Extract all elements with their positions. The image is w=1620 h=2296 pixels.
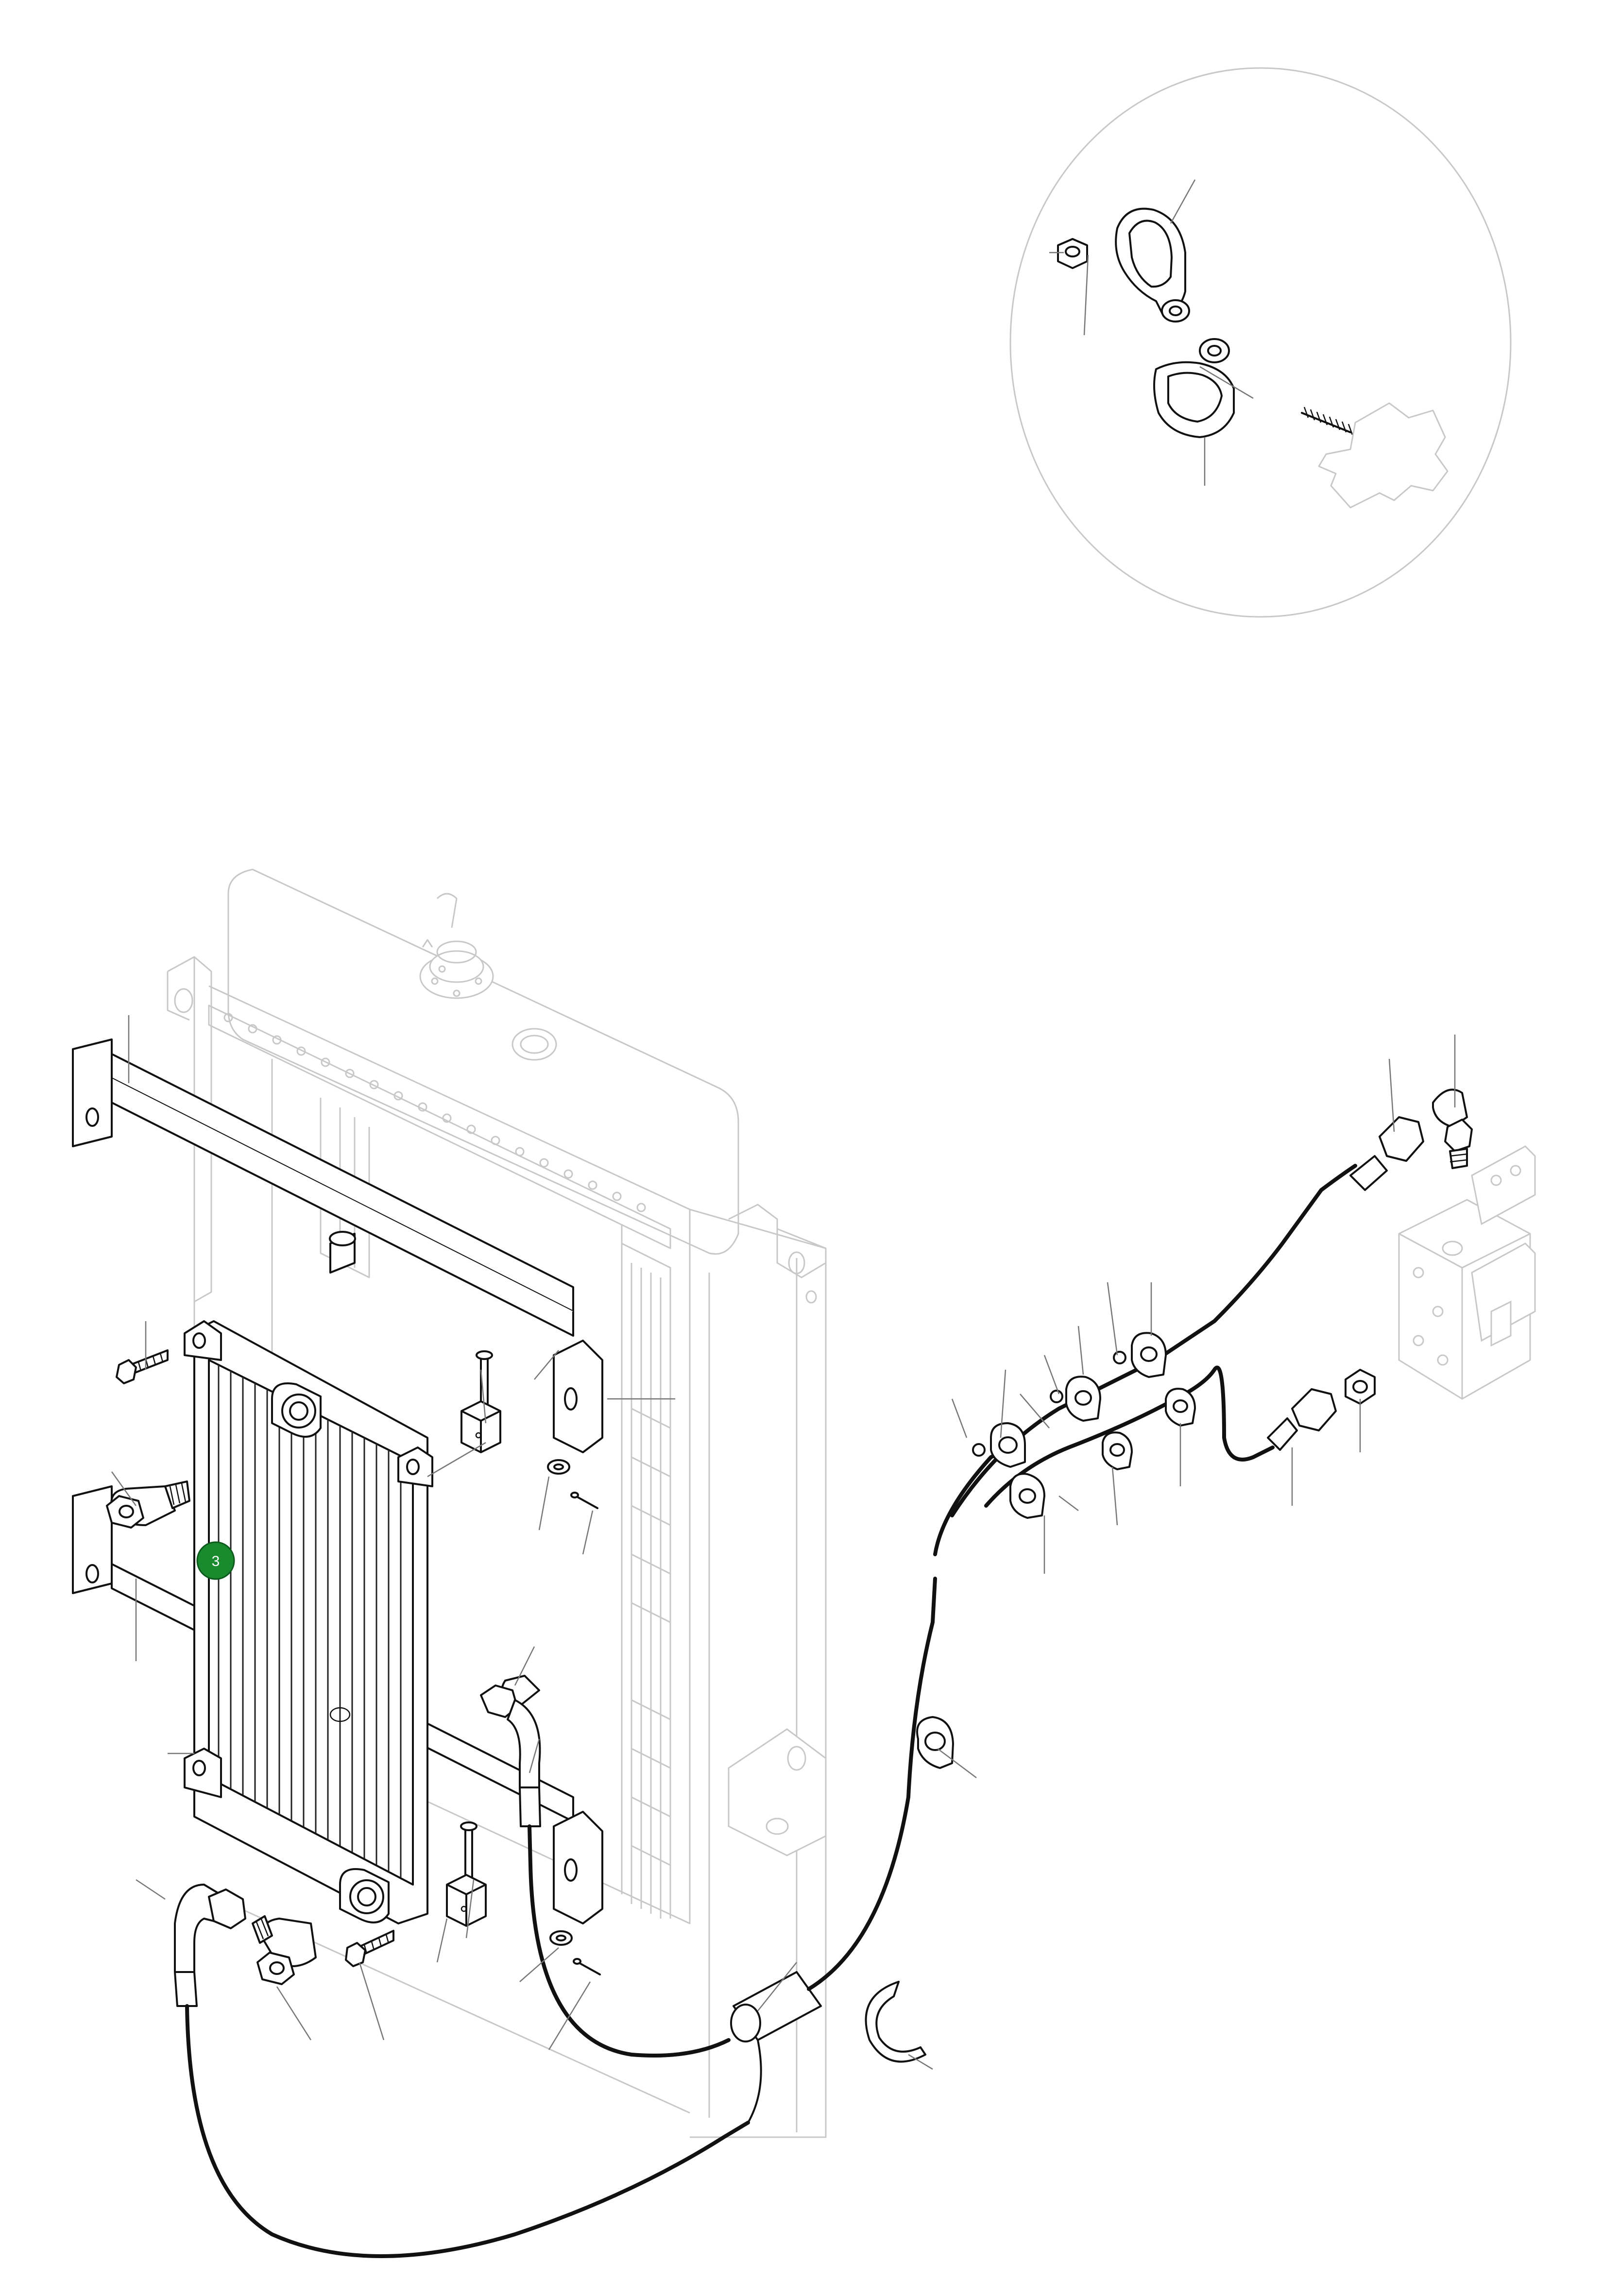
clamp-cluster — [972, 1332, 1196, 1519]
elbow-upper-right — [1432, 1088, 1473, 1169]
oil-cooler — [184, 1320, 433, 1924]
hose-clamp-center — [916, 1716, 954, 1769]
spacer-tube — [329, 1231, 356, 1274]
hose-center — [807, 1441, 1022, 1991]
valve-block — [1398, 1145, 1536, 1400]
hose-left — [174, 1884, 750, 2258]
hose-end-lower — [1267, 1388, 1337, 1451]
leader-lines — [111, 1015, 1456, 2070]
detail-bracket — [1318, 402, 1449, 509]
callout-marker-3[interactable]: 3 — [196, 1541, 235, 1580]
detail-circle — [1009, 67, 1512, 618]
hose-sleeve — [730, 1971, 822, 2124]
lower-bolt — [345, 1930, 394, 1967]
callout-label: 3 — [212, 1553, 220, 1569]
filler-cap — [419, 939, 494, 999]
detail-view — [1009, 67, 1512, 618]
upper-elbow-fitting — [106, 1480, 190, 1529]
adapter-lower-right — [1345, 1369, 1376, 1405]
hose-end-upper — [1349, 1116, 1424, 1191]
callout-circle[interactable] — [196, 1541, 235, 1580]
upper-pin-block — [460, 1350, 501, 1453]
detail-nut — [1057, 238, 1088, 269]
upper-washer-pin — [547, 1459, 598, 1509]
lower-pin-block — [446, 1821, 487, 1927]
detail-clamp-upper — [1115, 207, 1190, 323]
mounting-bar-upper — [72, 1038, 603, 1453]
detail-clamp-lower — [1153, 338, 1235, 438]
snap-ring — [865, 1981, 926, 2063]
lower-elbow-fitting — [252, 1915, 317, 1985]
lower-washer-pin — [549, 1930, 601, 1975]
cooler-fins — [218, 1365, 402, 1877]
rail-holes — [223, 1013, 646, 1212]
upper-bolt — [116, 1349, 169, 1384]
hose-right-lower — [480, 1675, 731, 2058]
detail-stud — [1301, 407, 1353, 435]
